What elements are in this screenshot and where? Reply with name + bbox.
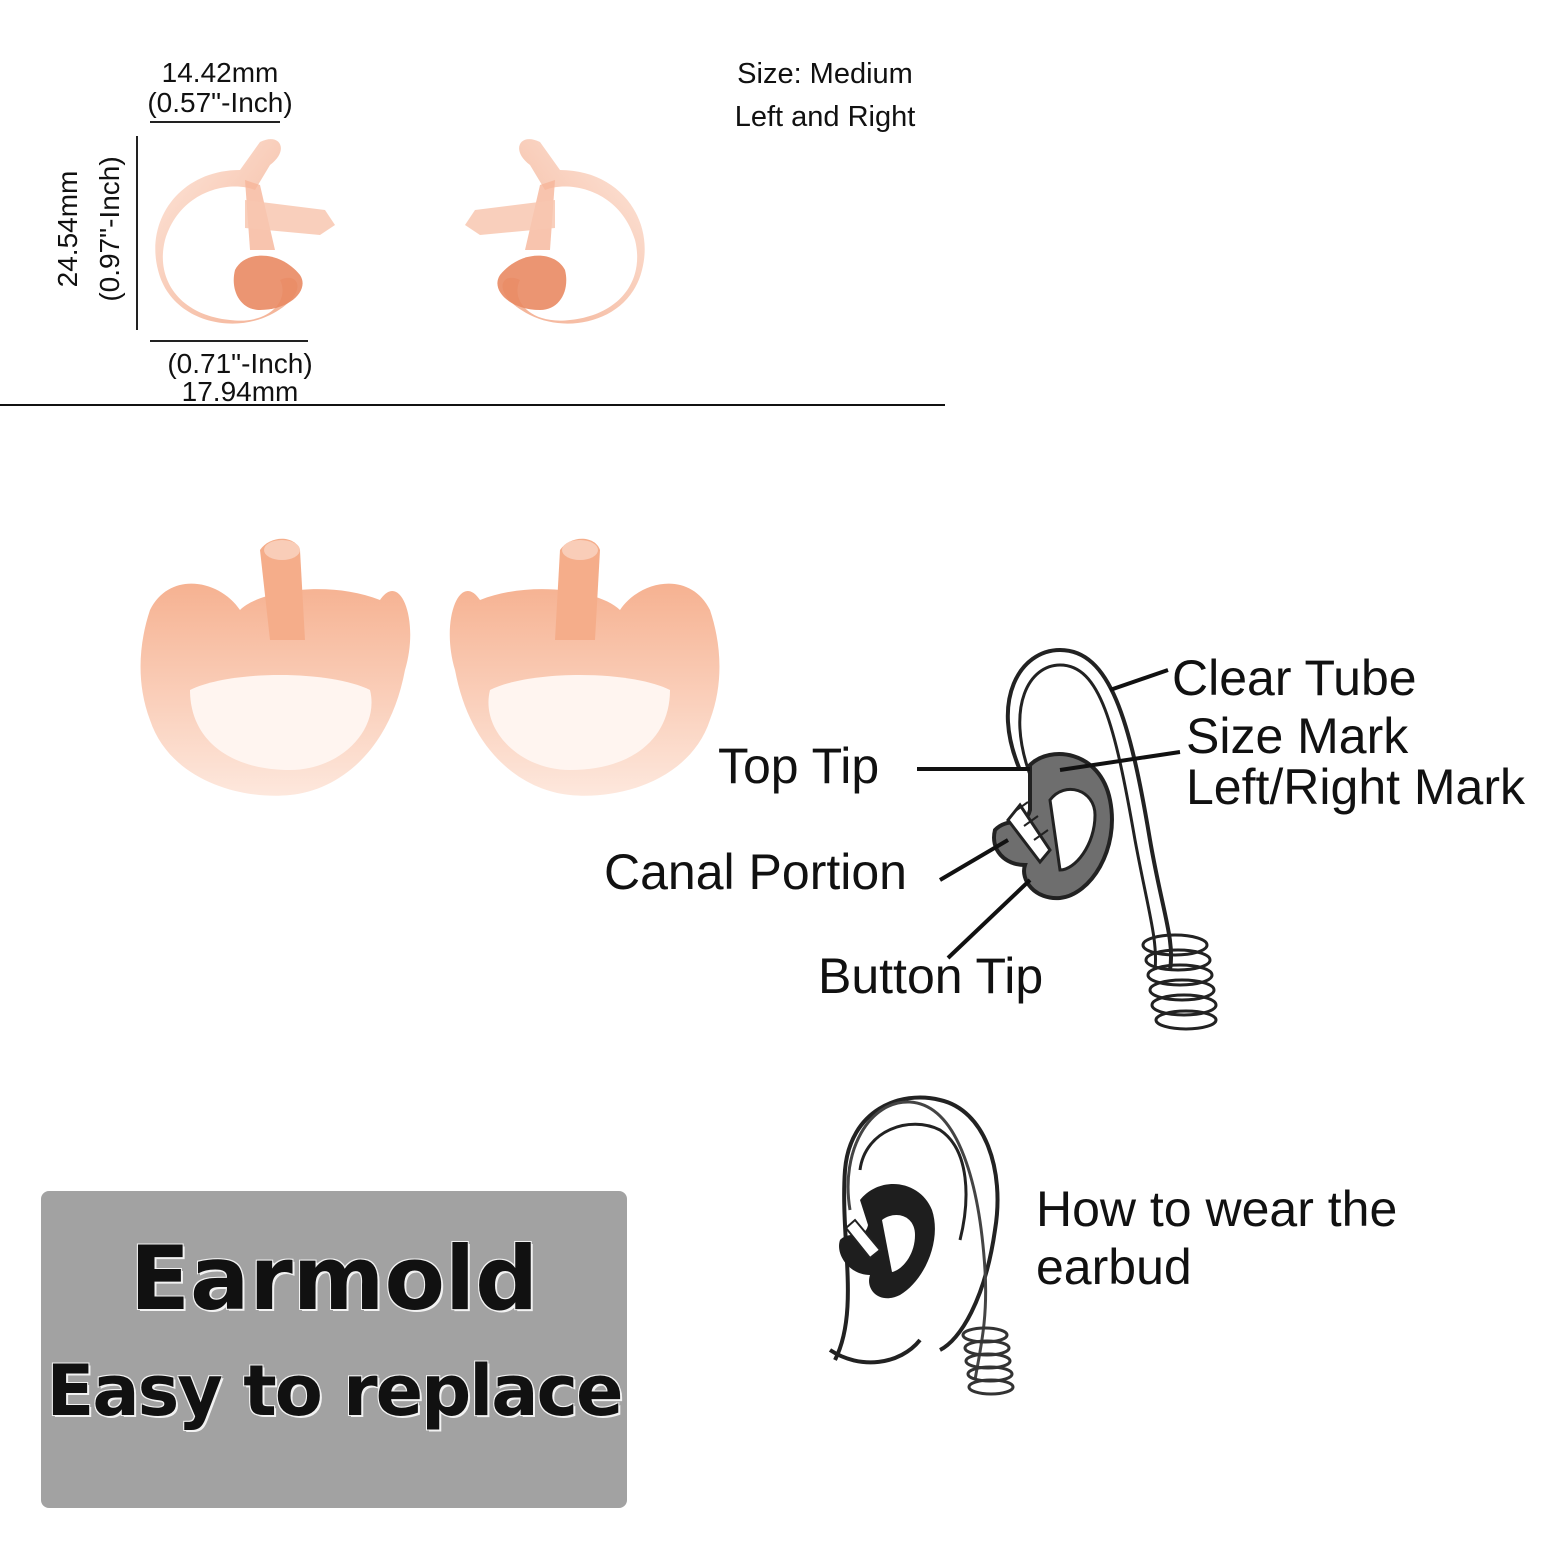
earmold-right-image [465, 139, 645, 324]
earmold-left-image [155, 139, 335, 324]
banner-subtitle: Easy to replace [46, 1350, 624, 1432]
wear-instruction: How to wear the earbud [1036, 1180, 1556, 1296]
width-bottom-mm: 17.94mm [181, 376, 299, 407]
label-size-mark: Size Mark [1186, 708, 1409, 764]
banner-title: Earmold [129, 1227, 539, 1330]
earmold-pair-image [140, 538, 720, 796]
size-label: Size: Medium [737, 58, 913, 90]
width-top-inch: (0.57"-Inch) [147, 87, 293, 118]
width-bottom-line [150, 340, 308, 342]
label-top-tip: Top Tip [718, 738, 880, 794]
ear-wearing-illustration [828, 1095, 1015, 1396]
section-divider [0, 404, 945, 406]
wear-line-2: earbud [1036, 1239, 1192, 1295]
side-label: Left and Right [734, 101, 916, 133]
height-left-line [136, 136, 138, 330]
earbud-diagram [992, 647, 1218, 1031]
label-button-tip: Button Tip [818, 948, 1044, 1004]
earmold-banner: Earmold Easy to replace [41, 1191, 627, 1508]
wear-line-1: How to wear the [1036, 1181, 1398, 1237]
width-top-mm: 14.42mm [161, 57, 279, 88]
label-clear-tube: Clear Tube [1172, 650, 1417, 706]
label-lr-mark: Left/Right Mark [1186, 759, 1526, 815]
width-bottom-inch: (0.71"-Inch) [167, 348, 313, 379]
width-top-line [150, 121, 280, 123]
label-canal-portion: Canal Portion [604, 844, 907, 900]
